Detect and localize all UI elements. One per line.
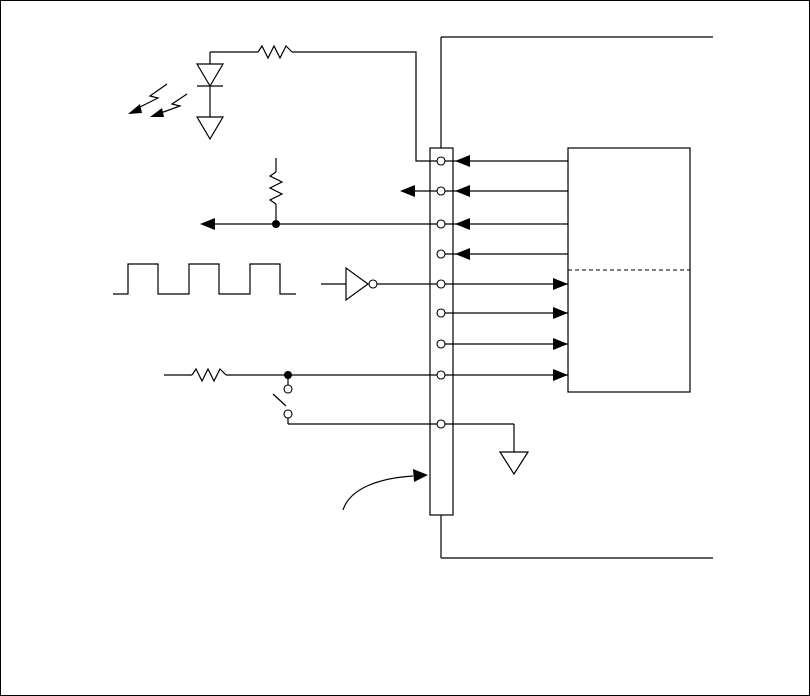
pin-7 <box>437 340 445 348</box>
connector-pins <box>437 157 445 428</box>
clock-circuit <box>113 264 437 300</box>
device-enclosure <box>441 37 713 558</box>
pin2-output <box>400 185 437 197</box>
switch-blade <box>273 394 286 406</box>
ground-icon <box>197 117 223 139</box>
led-circuit <box>128 46 437 161</box>
buffer-icon <box>346 268 368 300</box>
pullup-circuit <box>200 158 437 230</box>
internal-block <box>568 148 690 392</box>
pointer-arrow <box>343 469 428 510</box>
output-arrow <box>200 218 215 230</box>
pin-5 <box>437 280 445 288</box>
led-icon <box>197 64 223 86</box>
pin-4 <box>437 250 445 258</box>
block-to-pin-lines <box>445 155 568 381</box>
ground-icon-2 <box>500 452 528 474</box>
pin-2 <box>437 187 445 195</box>
pin-3 <box>437 220 445 228</box>
pin-6 <box>437 309 445 317</box>
switch-circuit <box>164 369 528 474</box>
light-arrow-2 <box>136 84 167 109</box>
connector-strip <box>430 148 453 515</box>
square-wave <box>113 264 296 294</box>
pin-9 <box>437 420 445 428</box>
pin-8 <box>437 371 445 379</box>
pin-1 <box>437 157 445 165</box>
